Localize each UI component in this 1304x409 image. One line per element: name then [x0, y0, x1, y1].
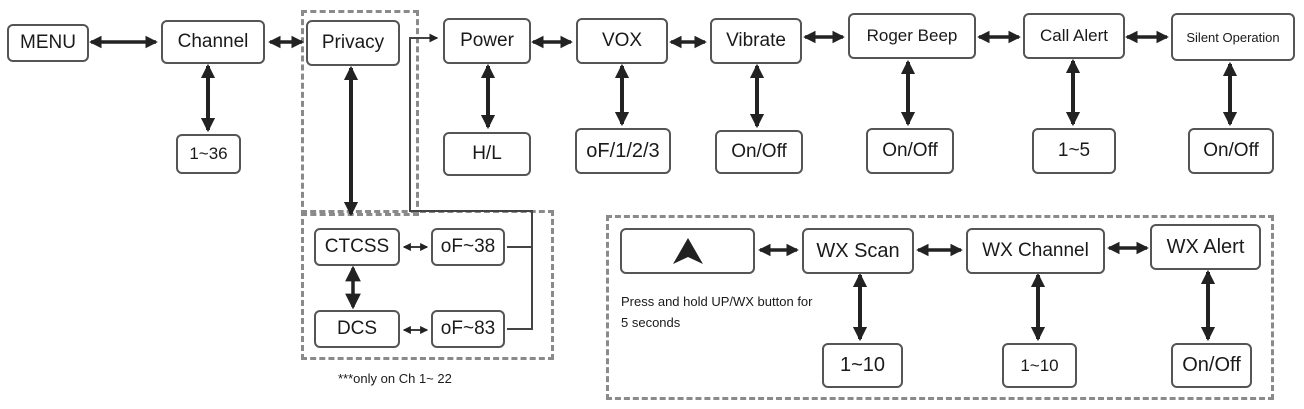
privacy-group-frame [301, 10, 419, 216]
vox-option-box: oF/1/2/3 [575, 128, 671, 174]
channel-range-box: 1~36 [176, 134, 241, 174]
menu-box: MENU [7, 24, 89, 62]
silent-operation-box: Silent Operation [1171, 13, 1295, 61]
wx-group-frame [606, 215, 1274, 400]
silent-operation-option-box: On/Off [1188, 128, 1274, 174]
vibrate-option-box: On/Off [715, 130, 803, 174]
wx-channel-box: WX Channel [966, 228, 1105, 274]
power-option-box: H/L [443, 132, 531, 176]
wx-scan-range-box: 1~10 [822, 343, 903, 388]
wx-alert-box: WX Alert [1150, 224, 1261, 270]
channel-box: Channel [161, 20, 265, 64]
call-alert-option-box: 1~5 [1032, 128, 1116, 174]
up-wx-button [620, 228, 755, 274]
roger-beep-option-box: On/Off [866, 128, 954, 174]
roger-beep-box: Roger Beep [848, 13, 976, 59]
ctcss-box: CTCSS [314, 228, 400, 266]
ctcss-range-box: oF~38 [431, 228, 505, 266]
vox-box: VOX [576, 18, 668, 64]
privacy-channel-note: ***only on Ch 1~ 22 [338, 371, 452, 386]
up-triangle-icon [672, 238, 703, 264]
wx-channel-range-box: 1~10 [1002, 343, 1077, 388]
wx-alert-option-box: On/Off [1171, 343, 1252, 388]
wx-scan-box: WX Scan [802, 228, 914, 274]
dcs-range-box: oF~83 [431, 310, 505, 348]
privacy-box: Privacy [306, 20, 400, 66]
power-box: Power [443, 18, 531, 64]
vibrate-box: Vibrate [710, 18, 802, 64]
wx-instruction: Press and hold UP/WX button for 5 second… [621, 294, 813, 330]
call-alert-box: Call Alert [1023, 13, 1125, 59]
dcs-box: DCS [314, 310, 400, 348]
